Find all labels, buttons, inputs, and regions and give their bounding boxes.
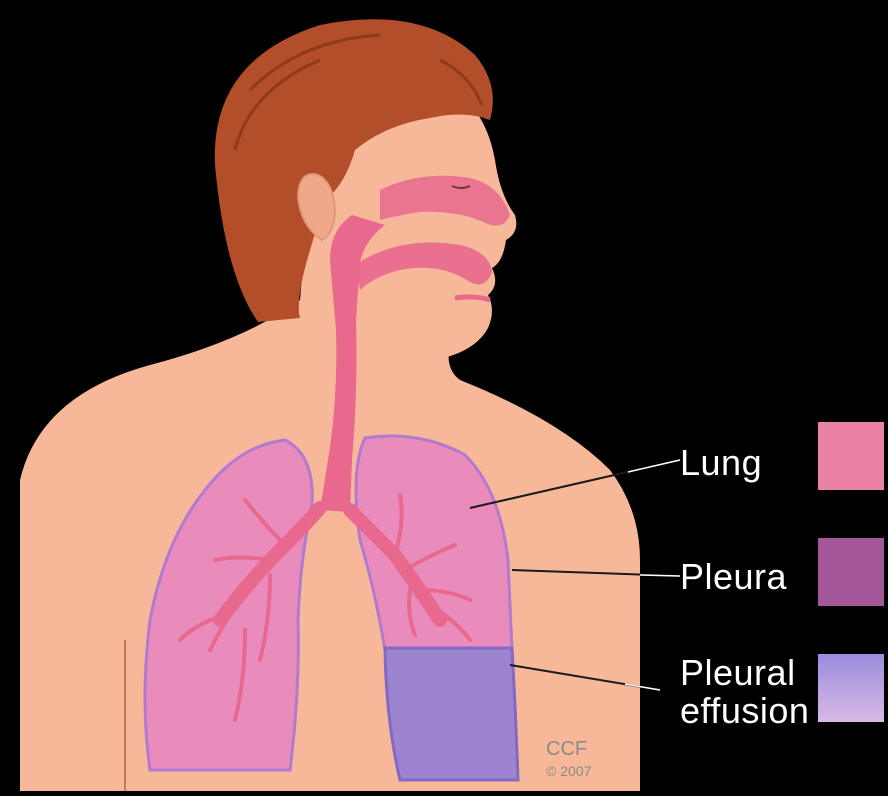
pleural-effusion-label-line2: effusion [680, 692, 809, 730]
pleural-effusion-color-swatch [818, 654, 884, 722]
lung-label: Lung [680, 444, 762, 482]
pleura-color-swatch [818, 538, 884, 606]
copyright-year: © 2007 [546, 760, 591, 782]
pleura-label: Pleura [680, 558, 787, 596]
pleural-effusion-label-line1: Pleural [680, 654, 796, 692]
copyright-credit: CCF [546, 738, 587, 760]
lung-color-swatch [818, 422, 884, 490]
pleural-effusion-region [385, 648, 518, 780]
